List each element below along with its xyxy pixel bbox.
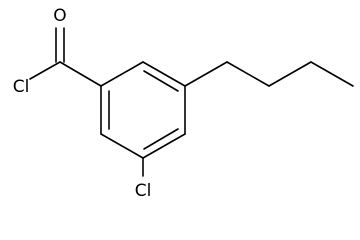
butyl-bond-3 [268, 61, 312, 87]
bond-ring-carbonyl [59, 61, 102, 87]
ring-bond-c2-c3 [142, 61, 186, 87]
ring-bond-c1-c2 [100, 61, 144, 87]
ring-bond-c4-c5 [142, 133, 186, 159]
ring-chlorine-atom-label: Cl [135, 181, 152, 201]
butyl-bond-4 [310, 61, 354, 87]
ring-bond-c4-c5-inner [143, 128, 179, 150]
oxygen-atom-label: O [53, 6, 66, 26]
acyl-chloride-group: O Cl [13, 6, 102, 97]
butyl-bond-2 [226, 61, 270, 87]
ring-bond-c5-c6 [100, 133, 144, 159]
butyl-bond-1 [184, 61, 228, 87]
bond-carbonyl-chlorine [29, 61, 61, 80]
butyl-chain [184, 61, 354, 87]
acyl-chlorine-atom-label: Cl [13, 77, 30, 97]
ring-bond-c2-c3-inner [143, 70, 179, 92]
chemical-structure-diagram: O Cl Cl [13, 6, 354, 201]
ring-chloro-substituent: Cl [135, 157, 152, 201]
benzene-ring [100, 61, 186, 159]
